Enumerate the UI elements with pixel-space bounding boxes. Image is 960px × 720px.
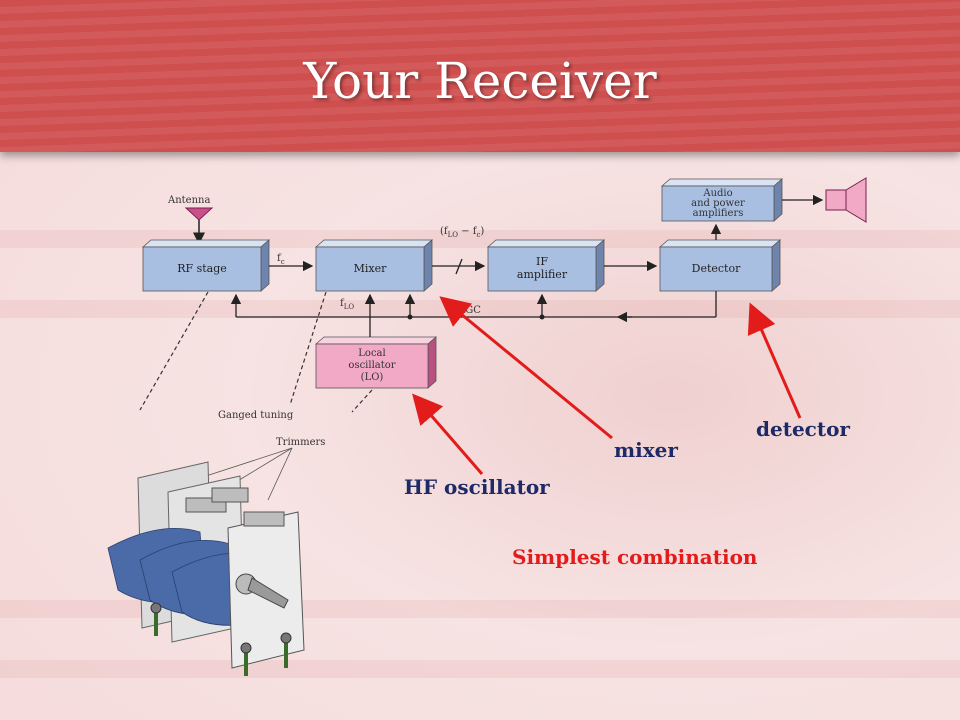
antenna: Antenna bbox=[167, 195, 214, 245]
difference-frequency-label: (fLO − fc) bbox=[440, 226, 484, 239]
variable-capacitor-illustration: Trimmers bbox=[107, 437, 325, 676]
flo-label: fLO bbox=[340, 298, 354, 311]
audio-label-3: amplifiers bbox=[693, 208, 744, 219]
lo-label-2: oscillator bbox=[348, 360, 395, 371]
speaker-icon bbox=[825, 177, 867, 223]
if-label-2: amplifier bbox=[517, 268, 568, 281]
ganged-tuning-label: Ganged tuning bbox=[218, 410, 294, 421]
slide-title: Your Receiver bbox=[303, 52, 657, 110]
if-label-1: IF bbox=[536, 255, 548, 268]
flag-stripe bbox=[0, 300, 960, 318]
if-amplifier-block: IF amplifier bbox=[486, 239, 606, 292]
trimmers-label: Trimmers bbox=[276, 437, 325, 448]
simplest-combination-label: Simplest combination bbox=[512, 545, 758, 569]
rf-stage-block: RF stage bbox=[141, 239, 271, 292]
trimmer-screw bbox=[211, 487, 249, 503]
lo-label-1: Local bbox=[358, 348, 385, 359]
detector-annotation: detector bbox=[756, 417, 850, 441]
antenna-label: Antenna bbox=[167, 195, 210, 206]
local-oscillator-block: Local oscillator (LO) bbox=[314, 336, 438, 389]
junction-dots bbox=[407, 314, 545, 320]
detector-label: Detector bbox=[692, 262, 741, 275]
title-banner bbox=[0, 0, 960, 152]
hf-oscillator-annotation: HF oscillator bbox=[404, 475, 550, 499]
audio-label-1: Audio bbox=[702, 188, 732, 199]
annotation-arrows bbox=[412, 296, 802, 475]
mixer-block: Mixer bbox=[314, 239, 434, 292]
mixer-label: Mixer bbox=[354, 262, 387, 275]
rf-stage-label: RF stage bbox=[177, 262, 227, 275]
trimmer-screw bbox=[243, 511, 285, 527]
lo-label-3: (LO) bbox=[361, 372, 384, 383]
audio-amplifier-block: Audio and power amplifiers bbox=[660, 178, 784, 222]
fc-label: fc bbox=[277, 253, 285, 266]
detector-block: Detector bbox=[658, 239, 782, 292]
ganged-tuning-lines bbox=[139, 291, 373, 413]
signal-lines bbox=[230, 194, 824, 337]
mixer-annotation: mixer bbox=[614, 438, 678, 462]
audio-label-2: and power bbox=[691, 198, 745, 209]
